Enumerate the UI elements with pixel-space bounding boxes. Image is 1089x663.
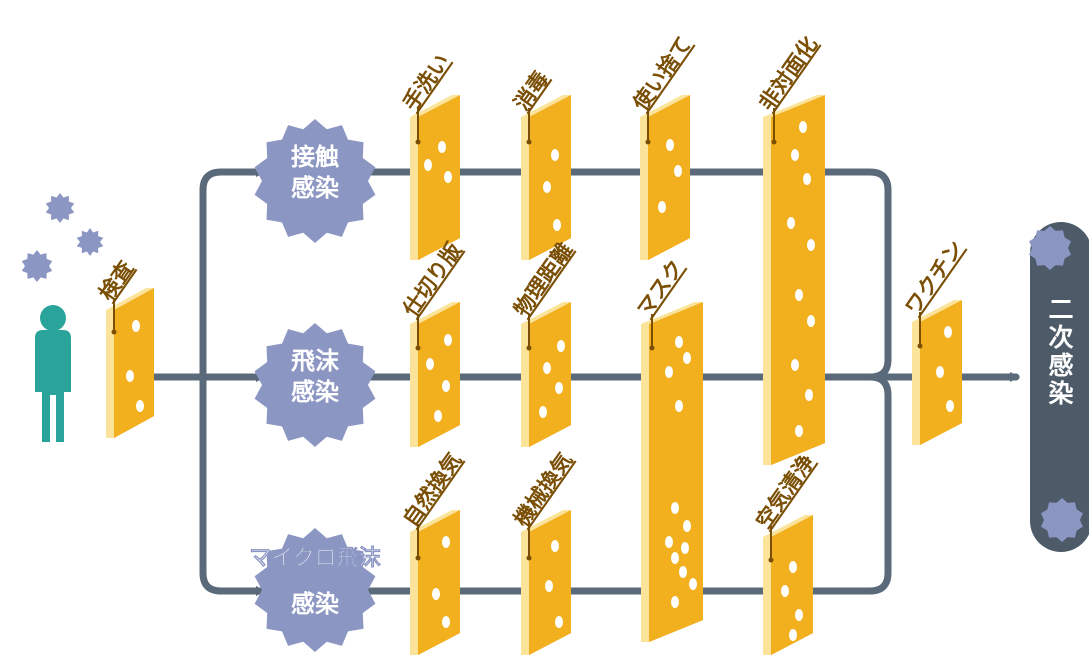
result-label-char: 染 xyxy=(1048,379,1073,408)
virus-icon xyxy=(76,228,104,256)
cheese-hole xyxy=(442,380,450,392)
result-label-char: 二 xyxy=(1048,295,1073,324)
slice-air-clean xyxy=(763,515,813,655)
cheese-hole xyxy=(444,334,452,346)
slice-mech-vent xyxy=(521,510,571,655)
flow-arrow-to-micro xyxy=(199,373,266,596)
cheese-hole xyxy=(132,320,140,332)
cheese-hole xyxy=(795,289,803,301)
cheese-hole xyxy=(674,165,682,177)
virus-icon xyxy=(21,250,53,282)
route-blobs xyxy=(254,119,376,652)
route-droplet-line1: 飛沫 xyxy=(291,347,340,375)
cheese-hole xyxy=(434,410,442,422)
cheese-hole xyxy=(807,315,815,327)
route-micro-line2: 感染 xyxy=(291,590,339,618)
cheese-hole xyxy=(665,366,673,378)
cheese-hole xyxy=(781,585,789,597)
route-blob xyxy=(254,528,376,652)
cheese-hole xyxy=(136,400,144,412)
cheese-hole xyxy=(671,596,679,608)
virus-icon xyxy=(1041,498,1083,542)
cheese-hole xyxy=(432,588,440,600)
cheese-hole xyxy=(803,173,811,185)
cheese-hole xyxy=(683,352,691,364)
result-bar: 二 次 感 染 xyxy=(1030,222,1089,552)
cheese-hole xyxy=(681,542,689,554)
slice-mask xyxy=(641,302,703,642)
cheese-hole xyxy=(553,219,561,231)
cheese-hole xyxy=(805,389,813,401)
cheese-hole xyxy=(675,336,683,348)
cheese-hole xyxy=(438,141,446,153)
cheese-hole xyxy=(551,540,559,552)
cheese-hole xyxy=(795,425,803,437)
cheese-hole xyxy=(946,400,954,412)
result-label-char: 感 xyxy=(1048,351,1073,380)
cheese-hole xyxy=(442,616,450,628)
slice-inspection xyxy=(106,288,154,438)
cheese-hole xyxy=(787,217,795,229)
cheese-hole xyxy=(426,358,434,370)
cheese-hole xyxy=(444,171,452,183)
cheese-hole xyxy=(791,359,799,371)
cheese-hole xyxy=(658,201,666,213)
cheese-hole xyxy=(799,121,807,133)
cheese-hole xyxy=(671,502,679,514)
slice-natural-vent xyxy=(410,510,460,655)
cheese-hole xyxy=(671,552,679,564)
cheese-hole xyxy=(545,580,553,592)
flow-arrow-to-contact xyxy=(199,167,266,381)
cheese-hole xyxy=(683,520,691,532)
cheese-hole xyxy=(789,629,797,641)
cheese-hole xyxy=(666,139,674,151)
cheese-hole xyxy=(543,181,551,193)
cheese-hole xyxy=(795,609,803,621)
cheese-hole xyxy=(126,370,134,382)
cheese-hole xyxy=(555,616,563,628)
virus-icon xyxy=(45,193,75,223)
cheese-hole xyxy=(791,149,799,161)
cheese-hole xyxy=(551,149,559,161)
cheese-hole xyxy=(679,566,687,578)
cheese-hole xyxy=(555,382,563,394)
route-labels: 接触 感染 飛沫 感染 マイクロ飛沫 感染 xyxy=(249,143,382,618)
slice-vaccine xyxy=(912,300,962,445)
slice-handwash xyxy=(410,95,460,260)
cheese-hole xyxy=(539,406,547,418)
route-contact-line2: 感染 xyxy=(291,174,339,202)
cheese-hole xyxy=(689,578,697,590)
slice-partition xyxy=(410,302,460,447)
route-blob xyxy=(254,119,376,243)
virus-icon xyxy=(1029,226,1071,270)
cheese-hole xyxy=(936,366,944,378)
route-blob xyxy=(254,323,376,447)
cheese-hole xyxy=(442,536,450,548)
route-contact-line1: 接触 xyxy=(291,143,339,171)
slice-noncontact xyxy=(763,95,825,465)
virus-cluster xyxy=(21,193,1083,542)
cheese-hole xyxy=(944,326,952,338)
cheese-slices xyxy=(106,95,962,655)
cheese-hole xyxy=(424,159,432,171)
cheese-hole xyxy=(675,400,683,412)
micro-row-line xyxy=(366,373,892,595)
person-icon xyxy=(35,305,71,442)
cheese-hole xyxy=(543,362,551,374)
slice-disposable xyxy=(640,95,690,260)
result-label-char: 次 xyxy=(1048,323,1073,352)
route-micro-line1: マイクロ飛沫 xyxy=(249,546,382,571)
cheese-hole xyxy=(557,340,565,352)
slice-distance xyxy=(521,302,571,447)
route-droplet-line2: 感染 xyxy=(291,378,339,406)
cheese-hole xyxy=(789,561,797,573)
slice-disinfect xyxy=(521,95,571,260)
cheese-hole xyxy=(665,536,673,548)
cheese-hole xyxy=(807,239,815,251)
